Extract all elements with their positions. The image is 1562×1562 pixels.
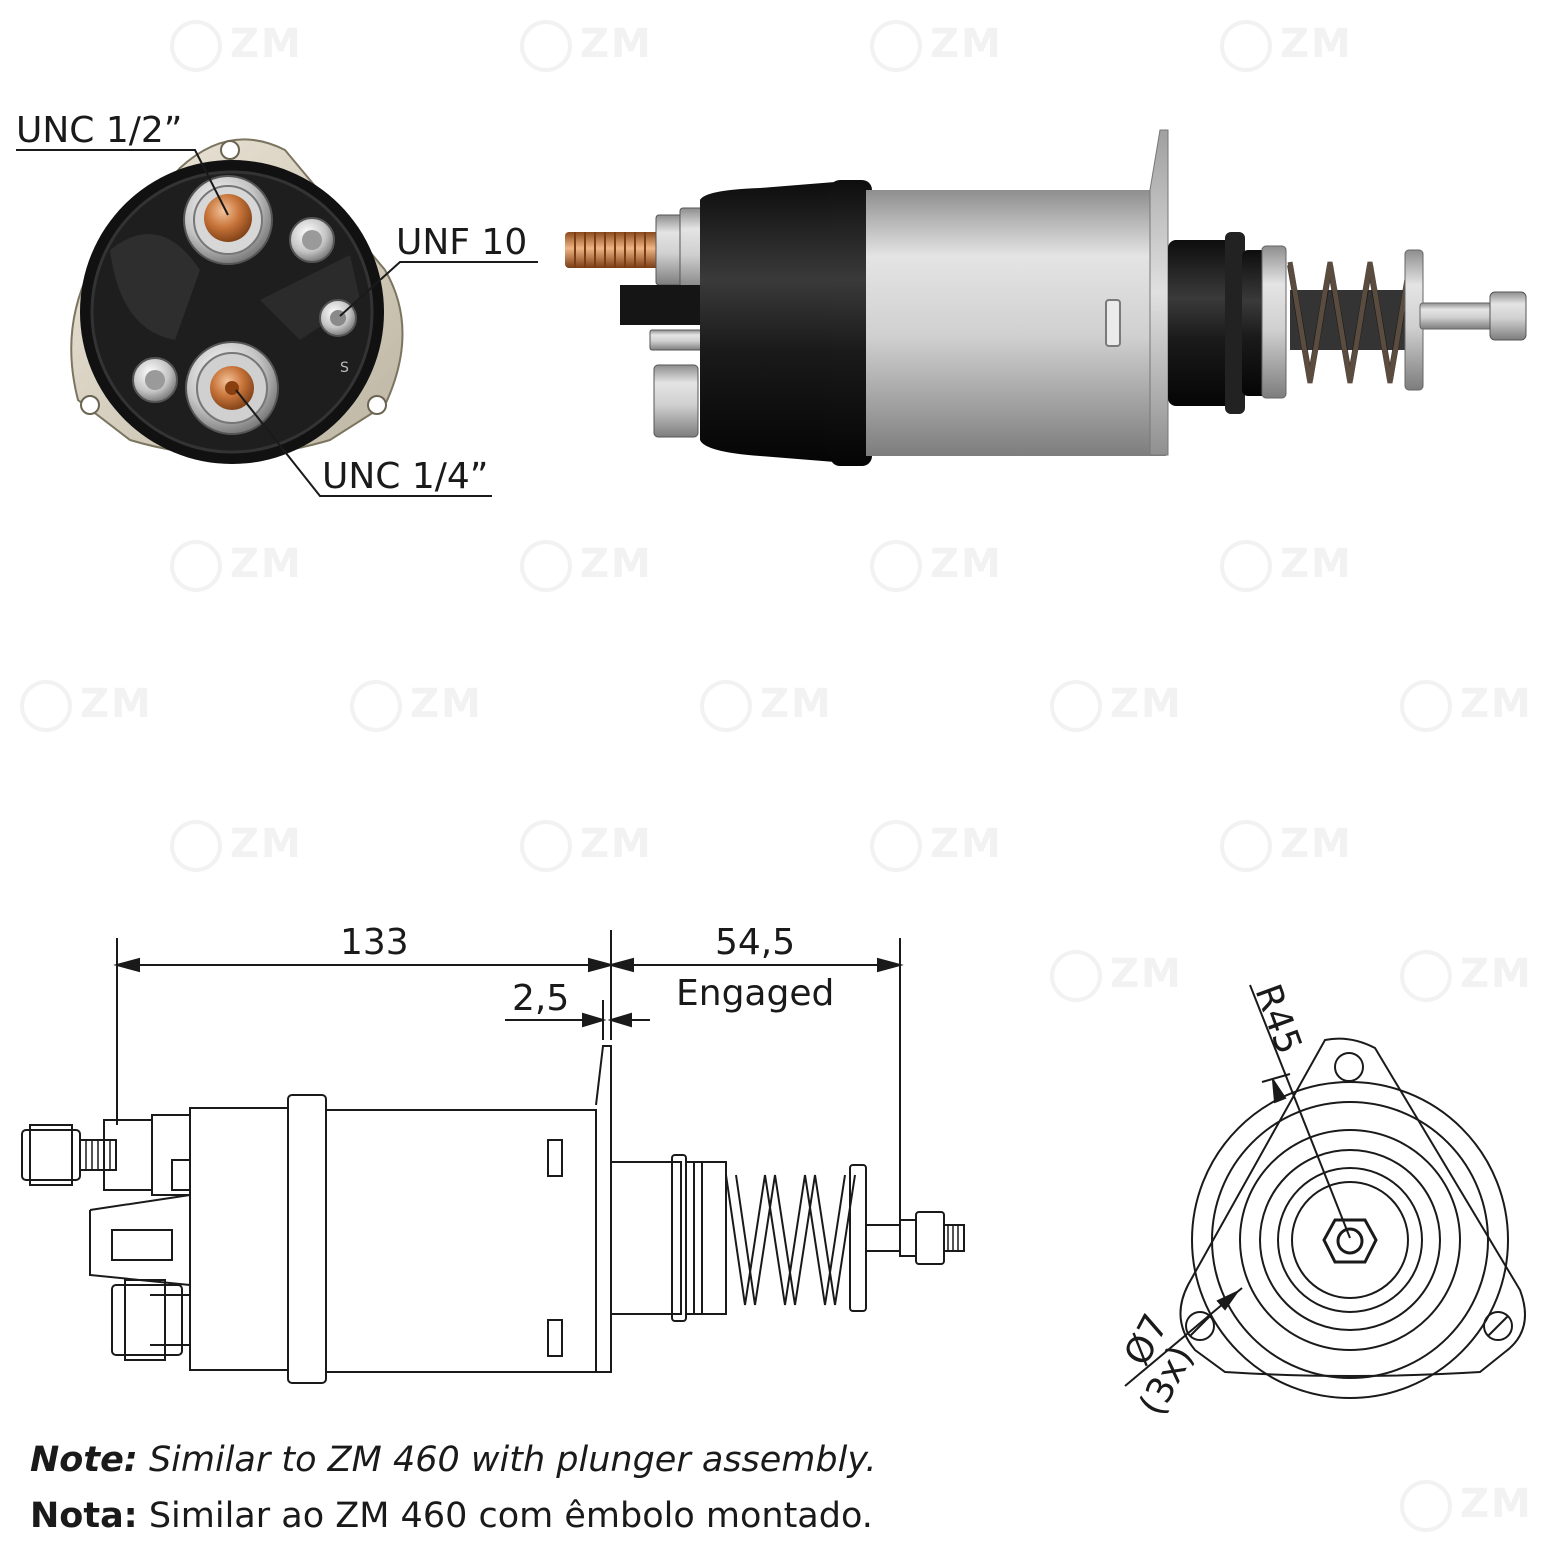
- dimension-plunger-travel: 54,5: [715, 922, 795, 963]
- black-cap: [700, 182, 835, 462]
- dimension-overall-length: 133: [340, 922, 409, 963]
- label-unc-half: UNC 1/2”: [16, 110, 182, 151]
- mount-hole: [1185, 1311, 1215, 1341]
- note-pt-key: Nota:: [30, 1496, 138, 1536]
- note-en-key: Note:: [30, 1440, 138, 1480]
- notes: Note: Similar to ZM 460 with plunger ass…: [30, 1432, 1530, 1544]
- callout-lines: [16, 149, 538, 497]
- label-unf-10: UNF 10: [396, 222, 527, 263]
- plunger-housing: [1168, 240, 1242, 406]
- note-english: Note: Similar to ZM 460 with plunger ass…: [30, 1432, 1530, 1488]
- label-unc-quarter: UNC 1/4”: [322, 456, 488, 497]
- mount-hole: [220, 140, 240, 160]
- note-portuguese: Nota: Similar ao ZM 460 com êmbolo monta…: [30, 1488, 1530, 1544]
- mount-hole: [367, 395, 387, 415]
- note-en-text: Similar to ZM 460 with plunger assembly.: [148, 1440, 877, 1480]
- end-view-drawing: [1124, 984, 1526, 1399]
- note-pt-text: Similar ao ZM 460 com êmbolo montado.: [148, 1496, 873, 1536]
- dimension-engaged-label: Engaged: [676, 973, 834, 1014]
- plunger-bolt: [1419, 302, 1501, 330]
- mount-hole: [80, 395, 100, 415]
- dimension-flange-thickness: 2,5: [512, 978, 569, 1019]
- side-view-drawing: [21, 930, 965, 1384]
- end-view-photo: S: [70, 138, 404, 464]
- mount-hole: [1483, 1311, 1513, 1341]
- black-ring: [830, 180, 872, 466]
- svg-text:S: S: [340, 360, 349, 376]
- flange-plate: [1149, 129, 1169, 456]
- side-view-photo: [565, 129, 1527, 466]
- hex-nut: [653, 364, 699, 438]
- copper-stud: [204, 194, 252, 242]
- dimension-flange-radius: R45: [1247, 979, 1310, 1060]
- mount-hole: [1334, 1052, 1364, 1082]
